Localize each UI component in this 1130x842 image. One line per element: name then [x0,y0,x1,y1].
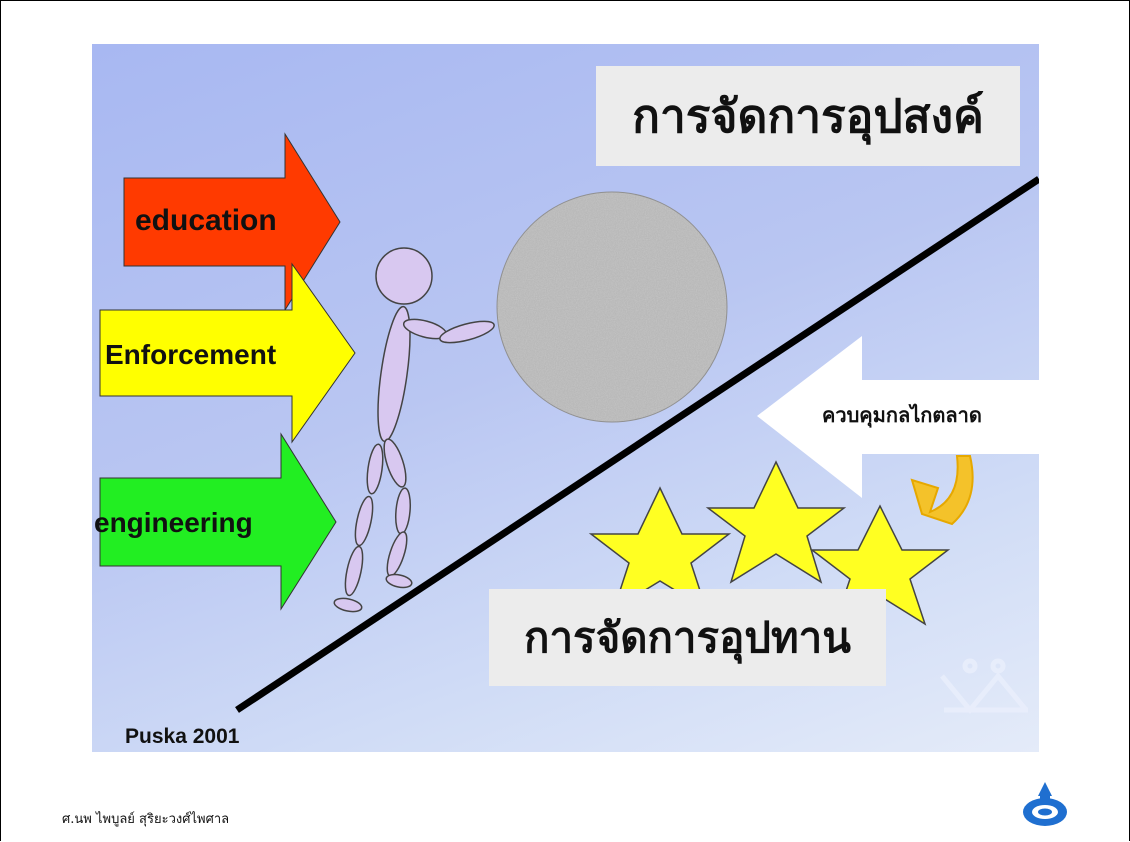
stick-figure-icon [333,248,496,614]
supply-management-box: การจัดการอุปทาน [489,589,886,686]
market-control-label: ควบคุมกลไกตลาด [822,399,982,431]
slide: การจัดการอุปสงค์ education Enforcement e… [92,44,1039,752]
supply-management-label: การจัดการอุปทาน [489,589,886,686]
institution-logo-icon [1020,778,1070,828]
enforcement-label: Enforcement [105,339,276,371]
engineering-label: engineering [94,507,253,539]
curved-arrow-icon [912,456,973,524]
credit-label: Puska 2001 [125,725,239,749]
demand-management-title: การจัดการอุปสงค์ [596,66,1020,166]
education-label: education [135,204,277,238]
footer-author: ศ.นพ ไพบูลย์ สุริยะวงศ์ไพศาล [62,808,229,829]
boulder-icon [497,192,727,422]
watermark-emblem-icon [942,661,1028,710]
star-icon [708,462,844,582]
demand-management-box: การจัดการอุปสงค์ [596,66,1020,166]
